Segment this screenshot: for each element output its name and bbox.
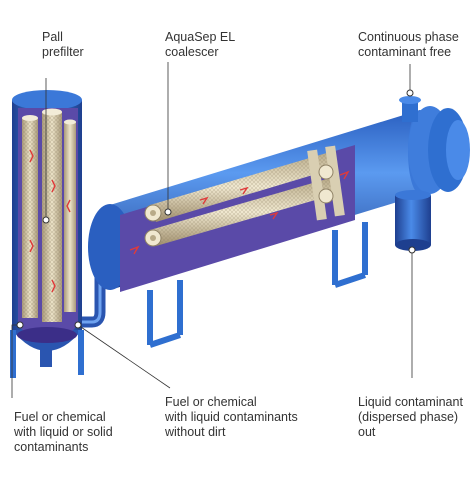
label-liquid-contaminant-out: Liquid contaminant (dispersed phase) out [358, 395, 463, 439]
label-aquasep-coalescer: AquaSep EL coalescer [165, 30, 236, 59]
prefilter-vessel [10, 90, 84, 378]
label-fuel-liquid-solid: Fuel or chemical with liquid or solid co… [14, 410, 113, 454]
coalescer-elements [144, 152, 336, 247]
callout-lines [11, 62, 416, 398]
label-continuous-phase: Continuous phase contaminant free [358, 30, 459, 59]
vessel-supports [147, 222, 368, 348]
label-pall-prefilter: Pall prefilter [42, 30, 84, 59]
label-fuel-no-dirt: Fuel or chemical with liquid contaminant… [165, 395, 298, 439]
coalescer-vessel [88, 96, 470, 348]
